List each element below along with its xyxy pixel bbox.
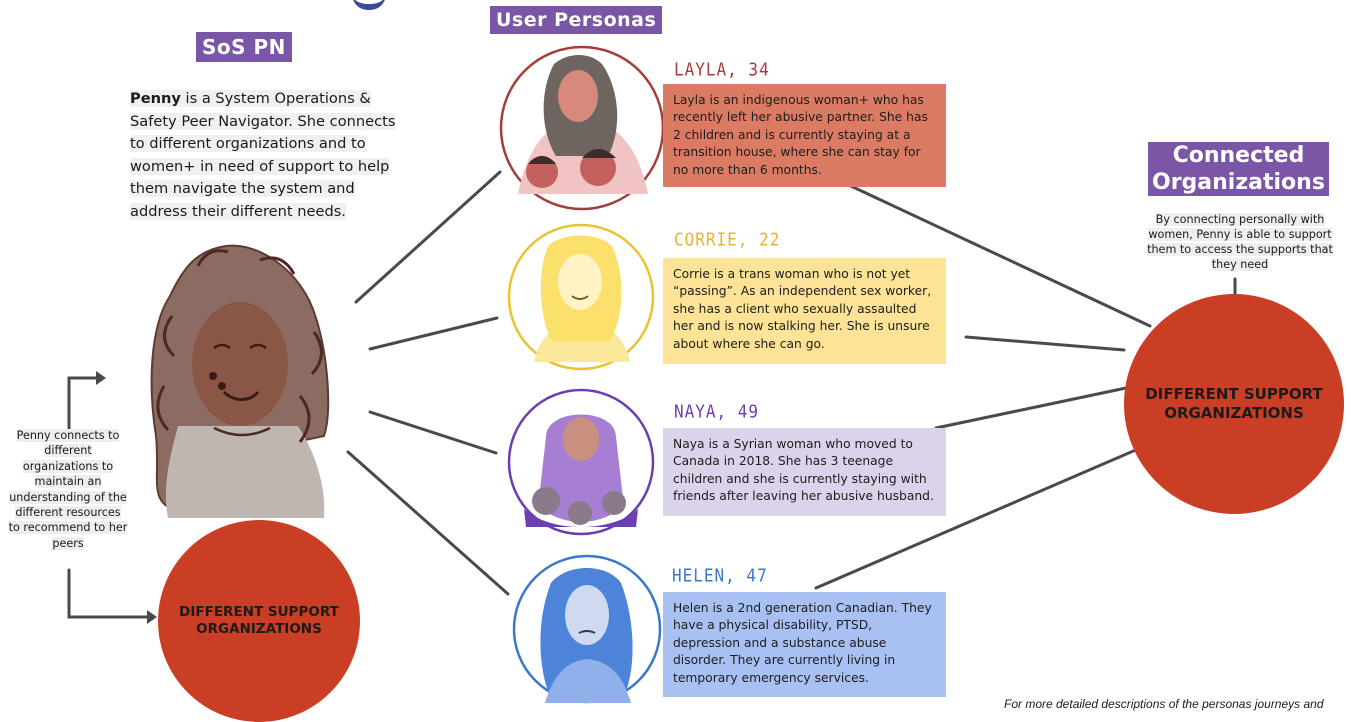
- corrie-description: Corrie is a trans woman who is not yet “…: [673, 267, 931, 351]
- left-support-organizations-circle: DIFFERENT SUPPORT ORGANIZATIONS: [158, 520, 360, 722]
- left-support-organizations-label: DIFFERENT SUPPORT ORGANIZATIONS: [158, 604, 360, 638]
- penny-description-text: is a System Operations & Safety Peer Nav…: [130, 90, 395, 220]
- right-support-organizations-circle: DIFFERENT SUPPORT ORGANIZATIONS: [1124, 294, 1344, 514]
- layla-description: Layla is an indigenous woman+ who has re…: [673, 93, 928, 177]
- sos-pn-title: SoS PN: [196, 32, 292, 62]
- layla-portrait: [498, 44, 666, 212]
- penny-face: [192, 302, 288, 426]
- naya-portrait: [506, 387, 656, 537]
- helen-description-box: Helen is a 2nd generation Canadian. They…: [663, 592, 946, 697]
- right-support-organizations-label: DIFFERENT SUPPORT ORGANIZATIONS: [1124, 385, 1344, 423]
- line-corrie-orgs: [966, 337, 1124, 350]
- user-personas-title: User Personas: [490, 6, 662, 34]
- naya-face: [563, 417, 599, 461]
- penny-freckle-2: [218, 382, 226, 390]
- helen-description: Helen is a 2nd generation Canadian. They…: [673, 601, 932, 685]
- penny-description: Penny is a System Operations & Safety Pe…: [130, 88, 398, 223]
- connected-organizations-title: Connected Organizations: [1148, 142, 1320, 196]
- connected-organizations-description: By connecting personally with women, Pen…: [1146, 212, 1334, 272]
- penny-connects-note: Penny connects to different organization…: [8, 428, 128, 551]
- arrowhead-up: [96, 371, 106, 385]
- penny-name: Penny: [130, 90, 181, 107]
- line-penny-naya: [370, 412, 496, 453]
- corrie-face: [558, 254, 602, 310]
- corrie-portrait: [506, 222, 656, 372]
- corrie-name: CORRIE, 22: [674, 229, 780, 250]
- naya-name: NAYA, 49: [674, 401, 759, 422]
- corrie-description-box: Corrie is a trans woman who is not yet “…: [663, 258, 946, 364]
- helen-portrait: [511, 553, 663, 705]
- arrowhead-down: [147, 610, 157, 624]
- naya-child-1: [532, 487, 560, 515]
- helen-name: HELEN, 47: [672, 565, 768, 586]
- naya-child-2: [568, 501, 592, 525]
- arrow-down-path: [69, 570, 150, 617]
- naya-child-3: [602, 491, 626, 515]
- penny-freckle-1: [209, 372, 217, 380]
- line-naya-orgs: [936, 388, 1126, 428]
- layla-face: [558, 70, 598, 122]
- layla-description-box: Layla is an indigenous woman+ who has re…: [663, 84, 946, 187]
- line-penny-helen: [348, 452, 508, 594]
- naya-description-box: Naya is a Syrian woman who moved to Cana…: [663, 428, 946, 516]
- line-penny-corrie: [370, 318, 497, 349]
- naya-description: Naya is a Syrian woman who moved to Cana…: [673, 437, 934, 503]
- footnote: For more detailed descriptions of the pe…: [1004, 697, 1351, 711]
- layla-name: LAYLA, 34: [674, 59, 770, 80]
- helen-face: [565, 585, 609, 645]
- penny-illustration: [110, 236, 372, 518]
